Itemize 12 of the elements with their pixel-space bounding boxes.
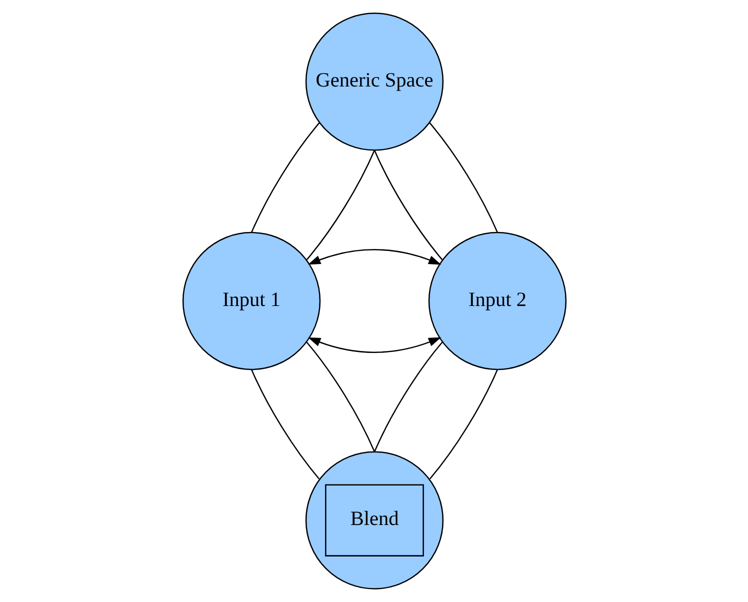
connector <box>373 150 442 260</box>
connector <box>428 369 498 480</box>
node-circle: Generic Space <box>304 12 444 151</box>
connector <box>250 122 320 232</box>
node-circle: Blend <box>304 451 444 590</box>
connector <box>250 369 320 480</box>
connector <box>374 342 442 452</box>
connector <box>306 150 375 260</box>
arrow <box>307 337 441 353</box>
connector <box>306 342 374 452</box>
connector <box>428 122 498 232</box>
arrow <box>307 249 441 265</box>
